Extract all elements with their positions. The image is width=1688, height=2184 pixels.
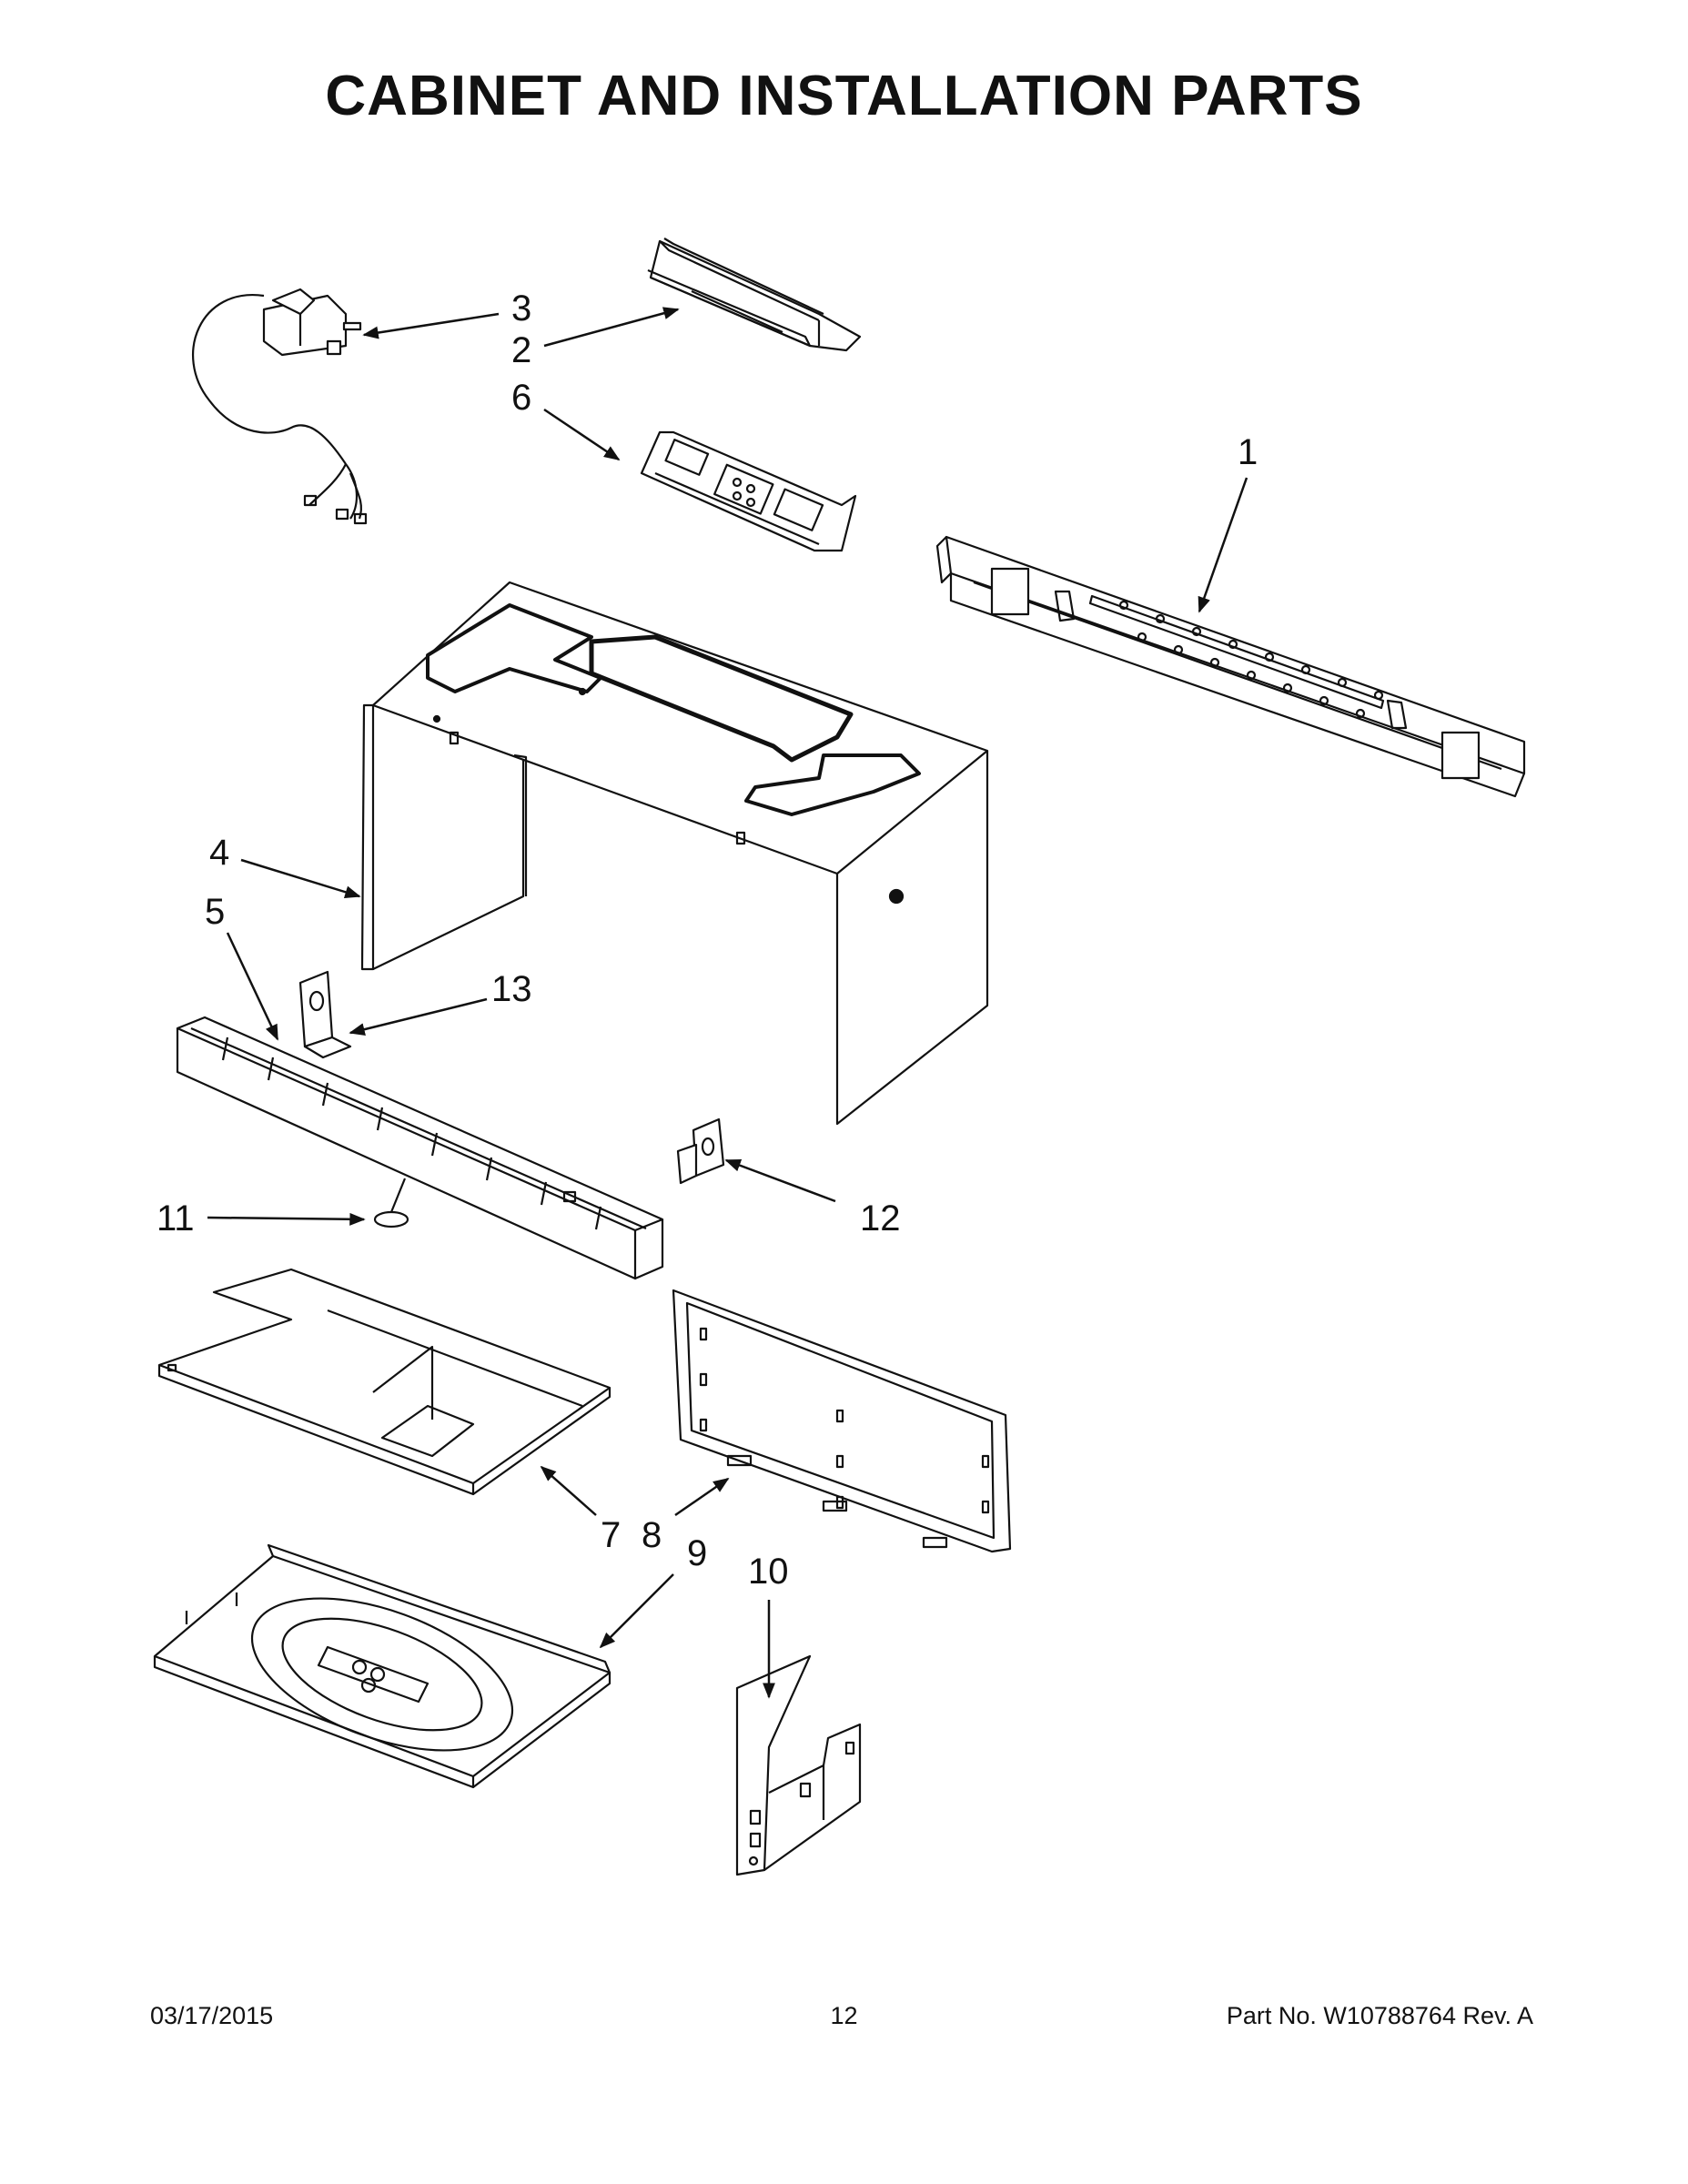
callout-labels: 1 2 3 4 5 6 7 8 9 10 11 12 13 (157, 288, 1258, 1592)
callout-6: 6 (511, 378, 531, 418)
power-cord-part (192, 288, 368, 525)
callout-2: 2 (511, 330, 531, 370)
footer-date: 03/17/2015 (150, 2002, 274, 2029)
side-bracket-part (735, 1654, 862, 1876)
bracket-12-part (676, 1117, 725, 1185)
callout-11: 11 (157, 1198, 195, 1239)
mounting-rail-part (935, 535, 1526, 798)
front-grille-bar-part (176, 1016, 664, 1280)
base-plate-part (153, 1543, 612, 1789)
callout-13: 13 (491, 969, 532, 1009)
rear-panel-part (672, 1289, 1012, 1553)
bracket-13-part (298, 970, 352, 1059)
callout-12: 12 (860, 1198, 901, 1239)
footer-part-number: Part No. W10788764 Rev. A (1226, 2002, 1533, 2029)
callout-9: 9 (687, 1533, 707, 1573)
control-bracket-part (640, 430, 857, 552)
cabinet-wrapper-part (360, 581, 989, 1126)
leader-lines (207, 307, 1248, 1699)
rail-holes (1118, 600, 1384, 719)
callout-10: 10 (748, 1552, 789, 1592)
callout-5: 5 (205, 892, 225, 932)
screw-part (373, 1178, 409, 1228)
footer-page-number: 12 (830, 2002, 858, 2029)
top-vent-part (647, 238, 862, 352)
bottom-plate-part (157, 1268, 612, 1496)
callout-8: 8 (642, 1515, 662, 1555)
callout-4: 4 (209, 833, 229, 873)
callout-7: 7 (601, 1515, 621, 1555)
page-title: CABINET AND INSTALLATION PARTS (325, 65, 1363, 127)
callout-1: 1 (1238, 432, 1258, 472)
callout-3: 3 (511, 288, 531, 329)
